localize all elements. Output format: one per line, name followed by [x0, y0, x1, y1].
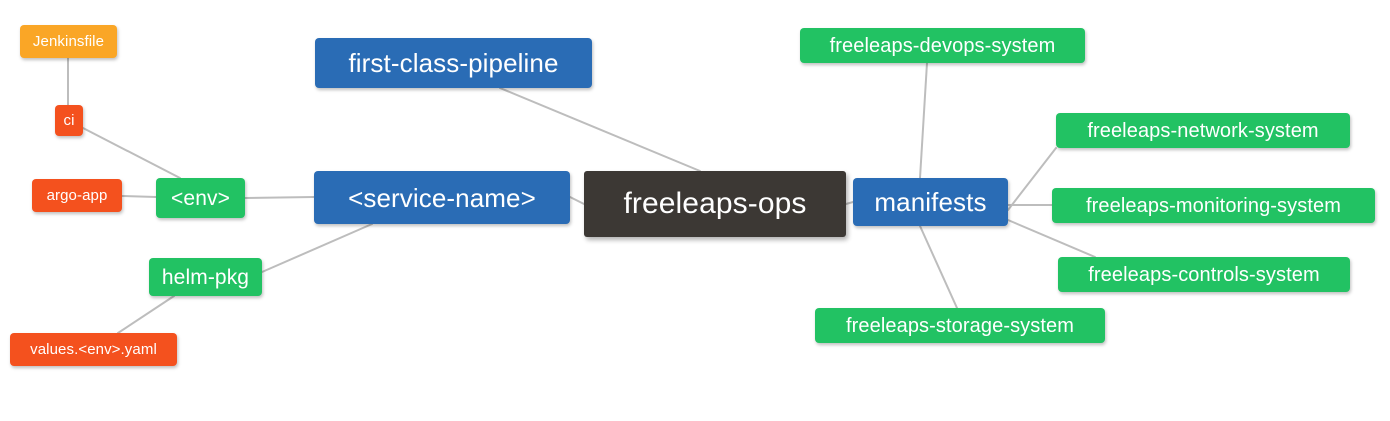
node-label-freeleaps-network-system: freeleaps-network-system — [1087, 119, 1319, 142]
node-label-ci: ci — [63, 112, 75, 129]
edge-manifests-to-freeleaps-storage-system — [919, 225, 958, 309]
node-manifests[interactable]: manifests — [853, 178, 1008, 226]
edge-manifests-to-freeleaps-controls-system — [1007, 219, 1096, 258]
node-first-class-pipeline[interactable]: first-class-pipeline — [315, 38, 592, 88]
edge-freeleaps-ops-to-manifests — [845, 201, 854, 205]
node-label-freeleaps-storage-system: freeleaps-storage-system — [845, 314, 1075, 337]
node-freeleaps-storage-system[interactable]: freeleaps-storage-system — [815, 308, 1105, 343]
node-label-env: <env> — [171, 186, 230, 210]
node-label-freeleaps-ops: freeleaps-ops — [623, 187, 807, 220]
node-ci[interactable]: ci — [55, 105, 83, 136]
node-values-env-yaml[interactable]: values.<env>.yaml — [10, 333, 177, 366]
node-argo-app[interactable]: argo-app — [32, 179, 122, 212]
node-freeleaps-controls-system[interactable]: freeleaps-controls-system — [1058, 257, 1350, 292]
node-label-service-name: <service-name> — [348, 182, 536, 213]
node-helm-pkg[interactable]: helm-pkg — [149, 258, 262, 296]
edge-helm-pkg-to-values-env-yaml — [117, 295, 175, 334]
node-jenkinsfile[interactable]: Jenkinsfile — [20, 25, 117, 58]
edge-service-name-to-helm-pkg — [261, 223, 373, 273]
node-label-helm-pkg: helm-pkg — [161, 265, 250, 289]
edge-env-to-argo-app — [121, 195, 157, 198]
edge-env-to-ci — [82, 127, 181, 179]
node-label-freeleaps-monitoring-system: freeleaps-monitoring-system — [1085, 194, 1341, 217]
node-label-manifests: manifests — [874, 187, 987, 217]
node-env[interactable]: <env> — [156, 178, 245, 218]
edge-manifests-to-freeleaps-network-system — [1007, 147, 1057, 211]
node-label-argo-app: argo-app — [46, 187, 108, 204]
edge-freeleaps-ops-to-service-name — [569, 196, 585, 205]
node-label-freeleaps-controls-system: freeleaps-controls-system — [1088, 263, 1320, 286]
edge-manifests-to-freeleaps-devops-system — [919, 62, 928, 179]
node-label-jenkinsfile: Jenkinsfile — [32, 33, 105, 50]
edge-freeleaps-ops-to-first-class-pipeline — [499, 87, 701, 172]
node-freeleaps-devops-system[interactable]: freeleaps-devops-system — [800, 28, 1085, 63]
node-service-name[interactable]: <service-name> — [314, 171, 570, 224]
node-freeleaps-ops[interactable]: freeleaps-ops — [584, 171, 846, 237]
node-label-first-class-pipeline: first-class-pipeline — [348, 48, 559, 78]
node-freeleaps-network-system[interactable]: freeleaps-network-system — [1056, 113, 1350, 148]
node-freeleaps-monitoring-system[interactable]: freeleaps-monitoring-system — [1052, 188, 1375, 223]
edge-service-name-to-env — [244, 196, 315, 199]
node-label-values-env-yaml: values.<env>.yaml — [30, 341, 157, 358]
node-label-freeleaps-devops-system: freeleaps-devops-system — [829, 34, 1056, 57]
